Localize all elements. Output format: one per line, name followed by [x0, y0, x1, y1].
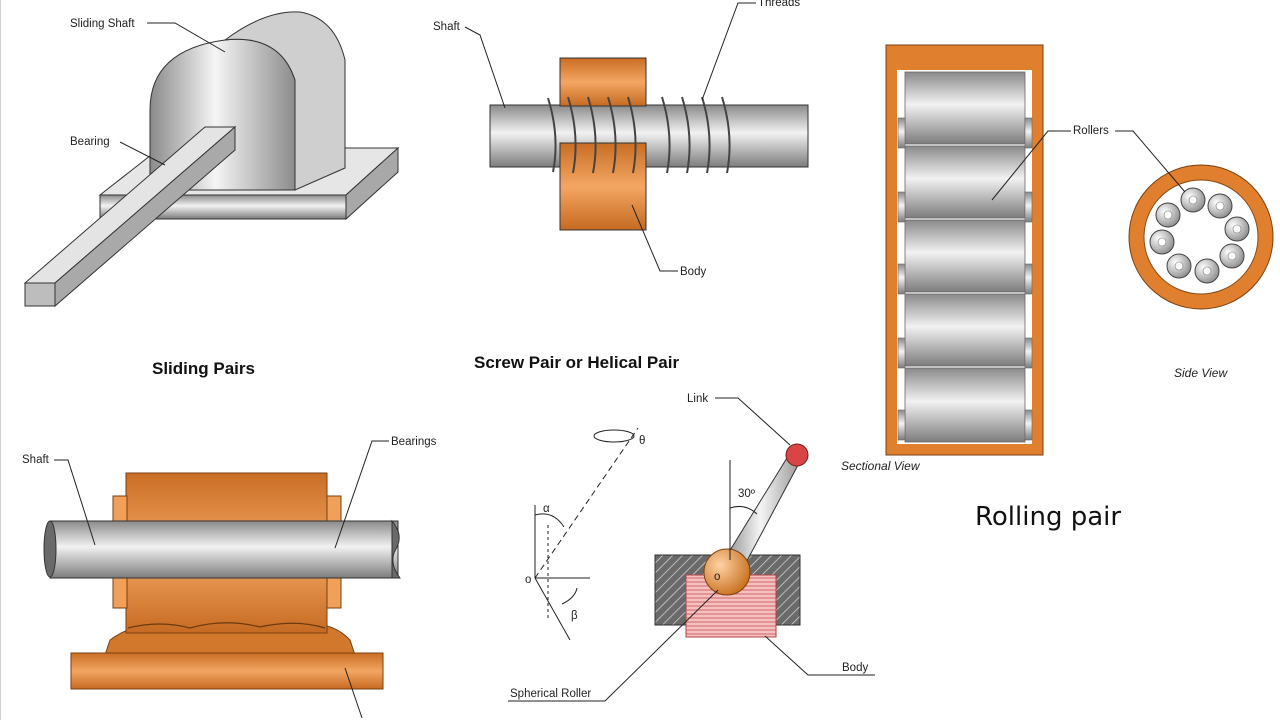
bearings-label: Bearings: [391, 436, 437, 448]
rolling-sectional-figure: [885, 44, 1044, 456]
bearing-leader: [119, 141, 166, 166]
spherical-roller-leader: [508, 589, 719, 702]
turning-shaft-label: Shaft: [22, 454, 50, 466]
screw-body-leader: [631, 204, 678, 272]
alpha-symbol: α: [543, 503, 550, 515]
link-leader: [715, 397, 791, 446]
ball-origin-label: o: [714, 571, 720, 583]
beta-symbol: β: [571, 610, 578, 622]
axes-origin-label: o: [525, 574, 531, 586]
screw-pair-title: Screw Pair or Helical Pair: [474, 353, 679, 372]
rollers-label: Rollers: [1073, 125, 1109, 137]
roller-stack: [904, 71, 1026, 443]
spherical-roller-label: Spherical Roller: [510, 688, 591, 700]
link-label: Link: [687, 393, 708, 405]
screw-shaft-leader: [464, 26, 506, 109]
screw-pair-figure: [489, 57, 809, 231]
sectional-view-label: Sectional View: [841, 459, 921, 473]
bearings-leader: [334, 440, 389, 549]
spherical-pair-figure: [654, 443, 809, 638]
spherical-axes-figure: [534, 427, 639, 641]
sliding-pair-figure: [23, 11, 400, 308]
base-leader: [344, 667, 363, 719]
screw-body-label: Body: [680, 266, 706, 278]
rollers-leader-2: [1115, 130, 1186, 193]
turning-shaft-leader: [54, 459, 96, 546]
threads-label: Threads: [758, 0, 800, 9]
thread-coils: [547, 96, 731, 174]
threads-leader: [701, 2, 756, 101]
rolling-pair-title: Rolling pair: [975, 502, 1121, 532]
sliding-pairs-title: Sliding Pairs: [152, 359, 255, 378]
sliding-shaft-label: Sliding Shaft: [70, 18, 135, 30]
screw-shaft-label: Shaft: [433, 21, 461, 33]
spherical-body-label: Body: [842, 662, 868, 674]
theta-symbol: θ: [639, 435, 645, 447]
angle-label: 30º: [738, 488, 756, 500]
sliding-shaft-leader: [147, 22, 226, 53]
rolling-side-view-figure: [1128, 164, 1274, 310]
turning-pair-figure: [43, 472, 401, 690]
rollers-leader-1: [991, 130, 1071, 201]
roller-pins: [897, 117, 1033, 441]
side-view-label: Side View: [1174, 366, 1228, 380]
spherical-body-leader: [764, 635, 875, 676]
bearing-label: Bearing: [70, 136, 110, 148]
